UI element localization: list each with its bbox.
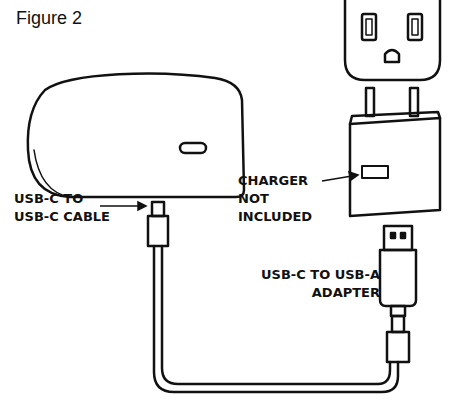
cable-label: USB-C TO USB-C CABLE [14,190,114,226]
cable [162,246,390,384]
cable-plug [387,332,409,362]
cable [154,246,398,392]
charger-port [362,166,388,178]
device-edge [34,150,70,197]
wall-outlet [345,0,440,80]
figure-title: Figure 2 [16,8,82,29]
adapter-pin [401,233,405,238]
usb-c-tip [152,202,164,216]
leader-line [322,176,352,181]
cable-plug [148,216,168,246]
leader-line [100,205,140,207]
outlet-slot [408,14,422,40]
adapter-body [380,250,416,306]
usb-c-port [180,143,206,153]
usb-c-tip [392,316,404,332]
adapter-usb-a [384,226,412,250]
adapter-plug-neck [391,306,405,316]
charger-top [350,112,440,124]
outlet-slot-inner [366,19,372,35]
arrowhead [138,202,146,210]
prong [366,88,374,116]
device-body [28,74,244,197]
adapter-pin [391,233,395,238]
charger-body [350,118,440,216]
charger-label: CHARGER NOT INCLUDED [238,172,330,226]
outlet-slot-inner [412,19,418,35]
adapter-label: USB-C TO USB-A ADAPTER [240,266,380,302]
outlet-slot [362,14,376,40]
arrowhead [349,172,358,180]
outlet-ground [385,50,399,62]
